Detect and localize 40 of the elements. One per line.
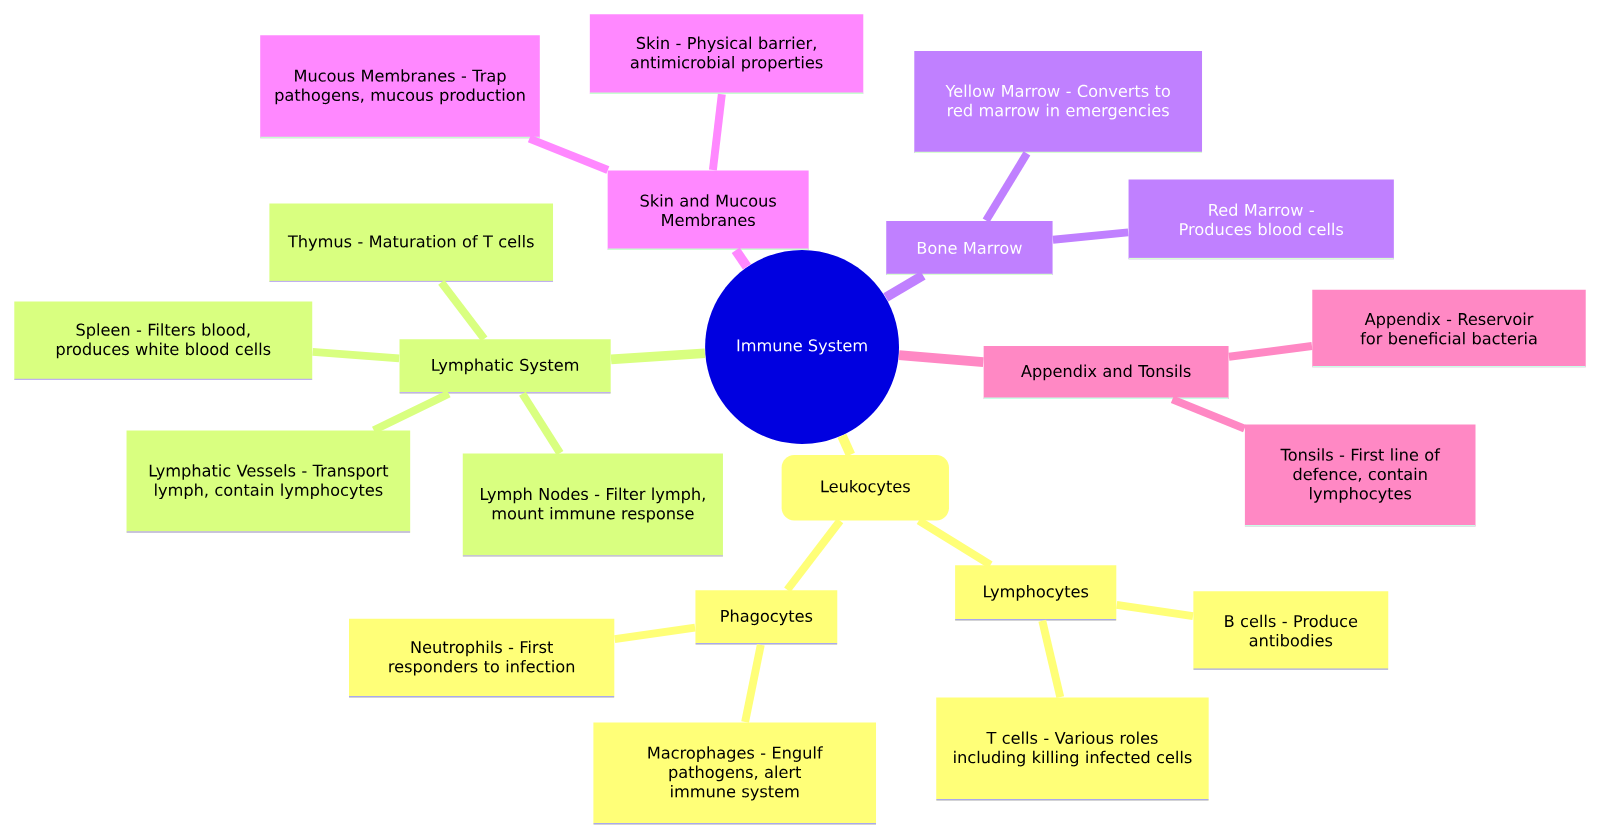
connector-line — [837, 433, 855, 457]
connector-line — [610, 348, 706, 365]
connector-line — [708, 93, 726, 171]
topic-box: Leukocytes — [781, 455, 949, 521]
topic-box: Spleen - Filters blood, produces white blood cells — [14, 301, 313, 381]
topic-box: Thymus - Maturation of T cells — [269, 203, 554, 283]
connector-line — [982, 151, 1031, 223]
connector-line — [1228, 342, 1313, 361]
connector-line — [519, 391, 564, 456]
connector-line — [741, 643, 765, 723]
topic-box: Lymphocytes — [955, 565, 1117, 621]
topic-box: Mucous Membranes - Trap pathogens, mucous production — [260, 35, 540, 139]
topic-box: Phagocytes — [695, 590, 838, 645]
connector-line — [1038, 619, 1065, 698]
topic-box: Tonsils - First line of defence, contain lymphocytes — [1244, 424, 1476, 527]
topic-box: Neutrophils - First responders to infection — [349, 618, 615, 698]
topic-box: Lymphatic System — [399, 339, 611, 394]
topic-box: Red Marrow - Produces blood cells — [1128, 179, 1394, 260]
connector-line — [372, 390, 451, 434]
topic-box: Bone Marrow — [886, 220, 1053, 275]
connector-line — [916, 517, 993, 569]
topic-box: Macrophages - Engulf pathogens, alert immune system — [593, 722, 877, 825]
connector-line — [1170, 395, 1247, 433]
topic-box: B cells - Produce antibodies — [1193, 591, 1389, 670]
topic-box: Yellow Marrow - Converts to red marrow in emergencies — [914, 51, 1203, 154]
connector-line — [527, 134, 610, 174]
topic-box: Lymphatic Vessels - Transport lymph, contain lymphocytes — [126, 430, 411, 533]
topic-box: Appendix and Tonsils — [983, 345, 1229, 399]
topic-box: Skin and Mucous Membranes — [607, 170, 809, 250]
connector-line — [731, 247, 751, 270]
connector-line — [1116, 600, 1194, 621]
topic-box: Lymph Nodes - Filter lymph, mount immune response — [462, 453, 723, 557]
connector-line — [898, 350, 984, 367]
connector-line — [438, 280, 488, 342]
topic-box: Skin - Physical barrier, antimicrobial properties — [589, 14, 864, 94]
connector-line — [883, 271, 926, 302]
topic-box: T cells - Various roles including killing infected cells — [936, 697, 1209, 801]
connector-line — [614, 623, 696, 643]
topic-box: Appendix - Reservoir for beneficial bacteria — [1312, 289, 1586, 368]
connector-line — [784, 518, 844, 593]
